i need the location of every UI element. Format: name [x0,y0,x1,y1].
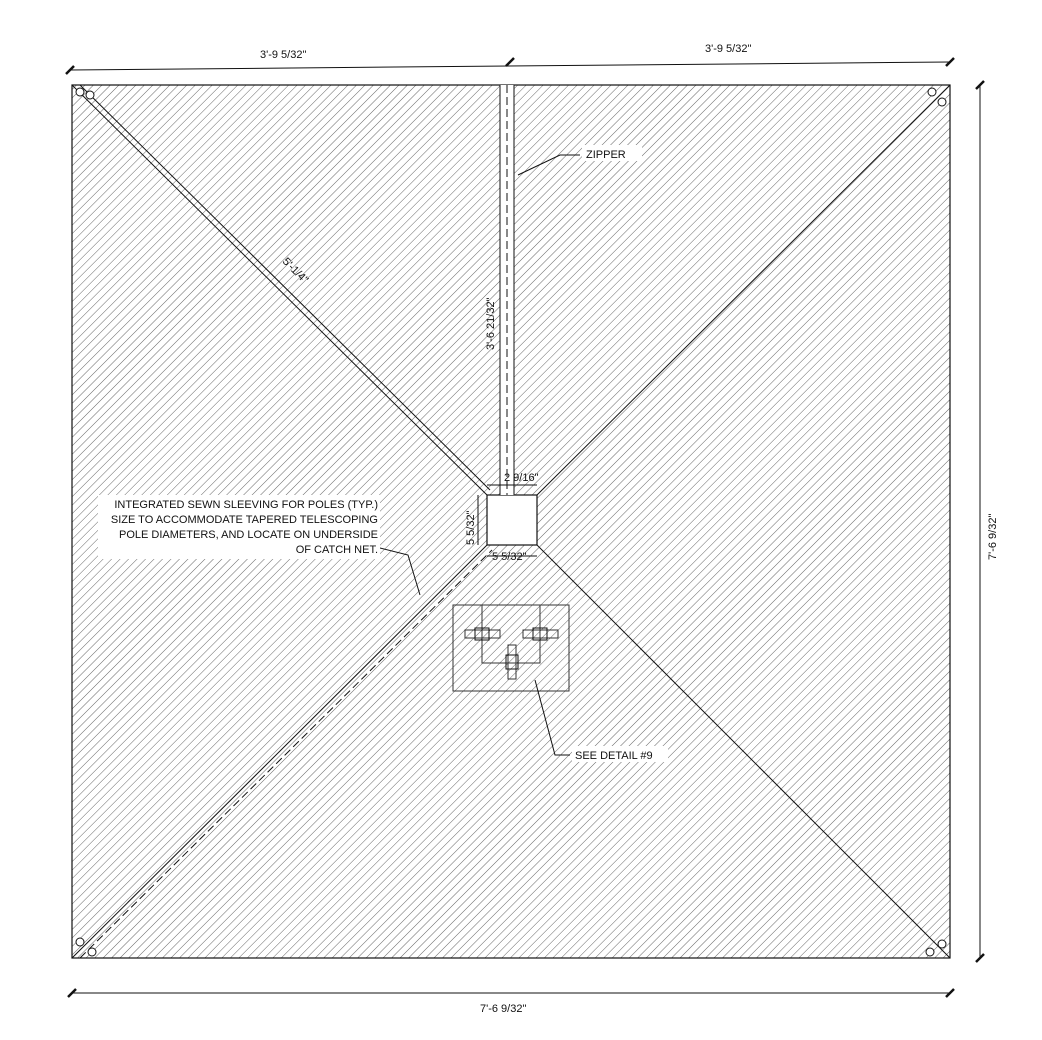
center-opening [486,494,538,546]
sleeve-seams [71,84,951,959]
dim-top-right: 3'-9 5/32" [705,43,751,55]
sleeving-note-line-1: INTEGRATED SEWN SLEEVING FOR POLES (TYP.… [114,499,378,511]
detail-9-hardware [452,604,570,692]
dim-zipper: 3'-6 21/32" [485,297,497,350]
dim-top-left: 3'-9 5/32" [260,49,306,61]
sleeving-note-line-3: POLE DIAMETERS, AND LOCATE ON UNDERSIDE [119,529,378,541]
dim-opening-top: 2 9/16" [504,472,539,484]
labels: 3'-9 5/32" 3'-9 5/32" 7'-6 9/32" 7'-6 9/… [98,43,999,1015]
dimension-lines [65,57,985,998]
grommets [75,87,947,957]
dim-overall-height: 7'-6 9/32" [987,514,999,560]
dim-opening-bottom: 5 5/32" [492,551,527,563]
detail-9-note: SEE DETAIL #9 [575,750,653,762]
zipper-note: ZIPPER [586,149,626,161]
dim-overall-width: 7'-6 9/32" [480,1003,526,1015]
dim-opening-side: 5 5/32" [465,510,477,545]
sleeving-note-line-4: OF CATCH NET. [296,544,378,556]
sleeving-note-line-2: SIZE TO ACCOMMODATE TAPERED TELESCOPING [111,514,378,526]
